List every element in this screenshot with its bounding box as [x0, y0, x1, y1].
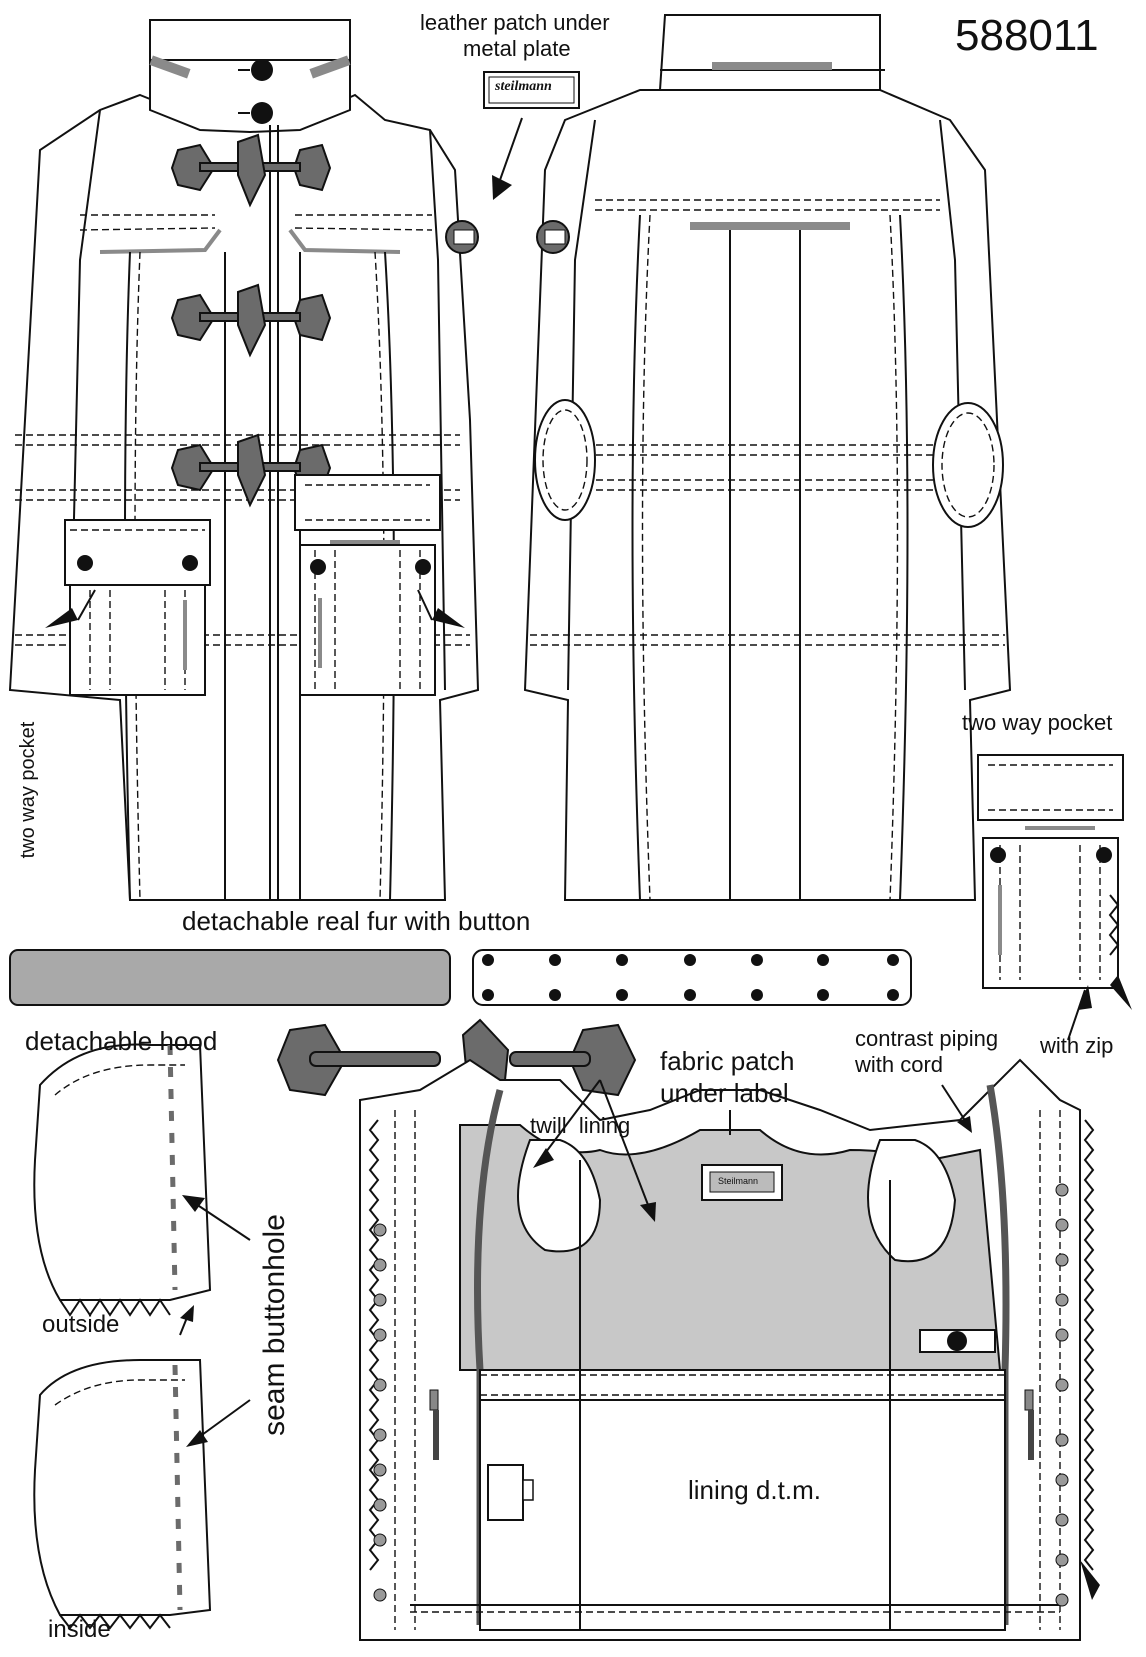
two-way-pocket-detail — [977, 754, 1132, 1041]
toggle-fastener — [170, 433, 332, 508]
toggle-fastener — [170, 283, 332, 358]
coat-inside-view — [359, 1058, 1100, 1641]
contrast-piping-label-line2: with cord — [855, 1052, 944, 1077]
leather-patch-label-line2: metal plate — [463, 36, 571, 61]
detachable-fur-strip — [9, 949, 451, 1006]
coat-front — [8, 19, 480, 901]
fabric-patch-label-line1: fabric patch — [660, 1046, 795, 1076]
two-way-pocket-detail-label: two way pocket — [962, 710, 1113, 735]
with-zip-label: with zip — [1040, 1033, 1114, 1058]
hood-outside — [33, 1043, 212, 1336]
brand-plate-text: steilmann — [495, 79, 552, 94]
lining-dtm-label: lining d.t.m. — [688, 1475, 821, 1505]
coat-back — [523, 14, 1012, 901]
contrast-piping-label-line1: contrast piping — [855, 1026, 999, 1051]
toggle-fastener — [170, 133, 332, 208]
fabric-patch-label-line2: under label — [660, 1078, 789, 1108]
front-pocket-right — [294, 474, 441, 696]
leather-patch-label-line1: leather patch under — [420, 10, 610, 35]
hood-inside-label: inside — [48, 1616, 111, 1643]
detachable-hood-label: detachable hood — [25, 1026, 218, 1056]
front-pocket-left — [64, 519, 211, 696]
detachable-fur-label: detachable real fur with button — [182, 906, 531, 936]
two-way-pocket-side-label: two way pocket — [17, 721, 39, 859]
hood-inside — [33, 1359, 212, 1630]
button-strip — [472, 949, 912, 1006]
twill-lining-label: twill lining — [530, 1113, 631, 1138]
seam-buttonhole-label: seam buttonhole — [258, 1214, 291, 1436]
style-number: 588011 — [955, 11, 1099, 60]
hood-outside-label: outside — [42, 1311, 120, 1338]
inner-label-text: Steilmann — [718, 1176, 759, 1186]
